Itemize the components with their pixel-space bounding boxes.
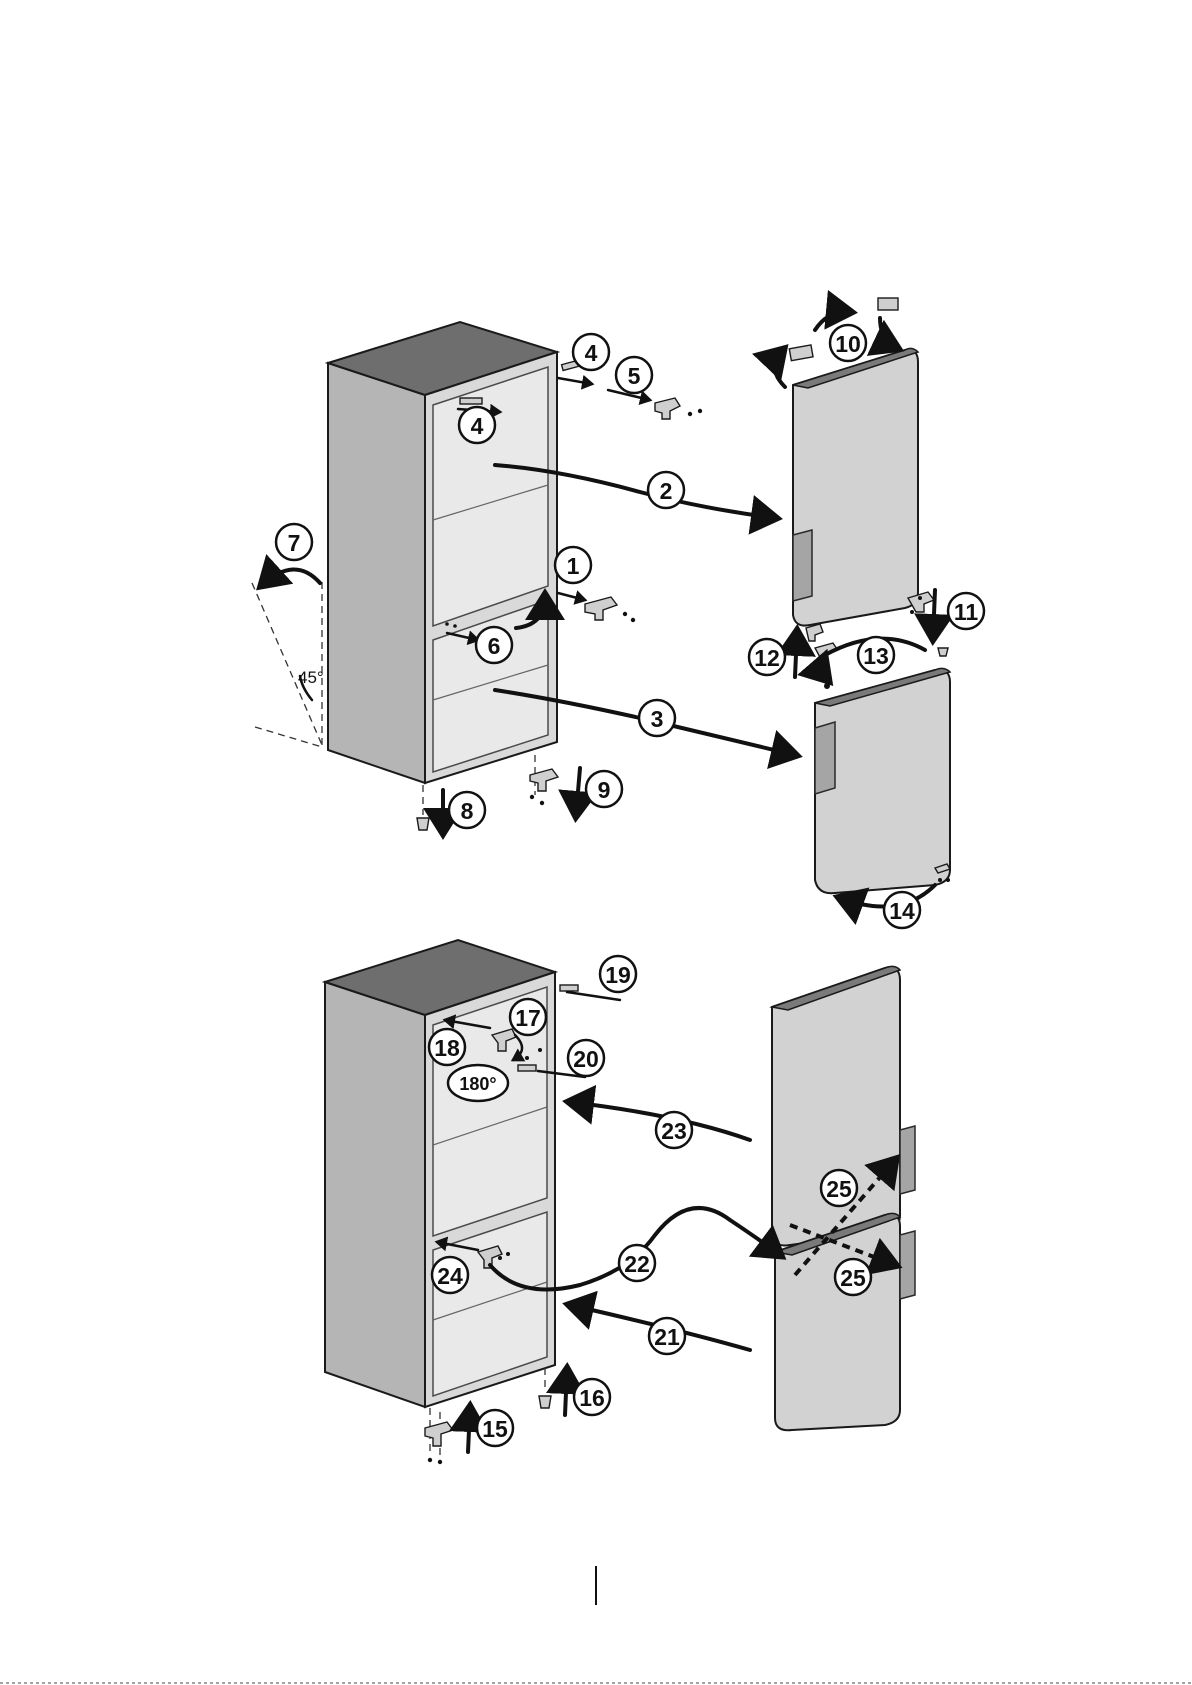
step-number-label: 7 bbox=[288, 530, 301, 556]
angle-label: 45° bbox=[298, 668, 324, 687]
step-number-label: 2 bbox=[660, 478, 673, 504]
rotation-badge: 180° bbox=[448, 1065, 508, 1101]
step-number-label: 21 bbox=[654, 1324, 680, 1350]
step-6-badge: 6 bbox=[476, 627, 512, 663]
step-number-label: 17 bbox=[515, 1005, 541, 1031]
step-20-badge: 20 bbox=[568, 1040, 604, 1076]
step-number-label: 23 bbox=[661, 1118, 687, 1144]
step-21-badge: 21 bbox=[649, 1318, 685, 1354]
tilt-guide: 45° bbox=[252, 580, 324, 747]
step-number-label: 16 bbox=[579, 1385, 605, 1411]
step-13-badge: 13 bbox=[858, 637, 894, 673]
step-25a-badge: 25 bbox=[821, 1170, 857, 1206]
step-number-label: 3 bbox=[651, 706, 664, 732]
step-number-label: 4 bbox=[471, 413, 484, 439]
rotation-label: 180° bbox=[459, 1074, 496, 1094]
step-4a-badge: 4 bbox=[573, 334, 609, 370]
step-17-badge: 17 bbox=[510, 999, 546, 1035]
step-10-badge: 10 bbox=[830, 325, 866, 361]
step-number-label: 11 bbox=[954, 599, 979, 625]
step-16-badge: 16 bbox=[574, 1379, 610, 1415]
step-1-badge: 1 bbox=[555, 547, 591, 583]
step-number-label: 13 bbox=[863, 643, 889, 669]
step-number-label: 24 bbox=[437, 1263, 463, 1289]
tilt-arrow bbox=[262, 569, 320, 585]
step-19-badge: 19 bbox=[600, 956, 636, 992]
step-23-badge: 23 bbox=[656, 1112, 692, 1148]
step-number-label: 14 bbox=[889, 898, 915, 924]
step-number-label: 12 bbox=[754, 645, 780, 671]
step-5-badge: 5 bbox=[616, 357, 652, 393]
step-12-badge: 12 bbox=[749, 639, 785, 675]
step-15-badge: 15 bbox=[477, 1410, 513, 1446]
step-number-label: 10 bbox=[835, 331, 861, 357]
step-25b-badge: 25 bbox=[835, 1259, 871, 1295]
step-number-label: 18 bbox=[434, 1035, 460, 1061]
step-number-label: 25 bbox=[826, 1176, 852, 1202]
step11-arrow bbox=[933, 590, 935, 638]
step-14-badge: 14 bbox=[884, 892, 920, 928]
step-24-badge: 24 bbox=[432, 1257, 468, 1293]
step12-arrow bbox=[795, 632, 797, 677]
removed-lower-door bbox=[815, 668, 950, 893]
fridge-cabinet-top bbox=[328, 322, 557, 783]
step-number-label: 20 bbox=[573, 1046, 599, 1072]
step-number-label: 5 bbox=[628, 363, 641, 389]
step-number-label: 22 bbox=[624, 1251, 650, 1277]
step-number-label: 1 bbox=[567, 553, 580, 579]
step-number-label: 25 bbox=[840, 1265, 866, 1291]
step-number-label: 8 bbox=[461, 798, 474, 824]
step-3-badge: 3 bbox=[639, 700, 675, 736]
step-9-badge: 9 bbox=[586, 771, 622, 807]
step-7-badge: 7 bbox=[276, 524, 312, 560]
step-number-label: 6 bbox=[488, 633, 501, 659]
step-number-label: 15 bbox=[482, 1416, 508, 1442]
step-18-badge: 18 bbox=[429, 1029, 465, 1065]
top-illustration: 45° bbox=[252, 298, 950, 906]
step-4b-badge: 4 bbox=[459, 407, 495, 443]
step-number-label: 19 bbox=[605, 962, 631, 988]
step-2-badge: 2 bbox=[648, 472, 684, 508]
step-8-badge: 8 bbox=[449, 792, 485, 828]
step-number-label: 4 bbox=[585, 340, 598, 366]
step-11-badge: 11 bbox=[948, 593, 984, 629]
step-22-badge: 22 bbox=[619, 1245, 655, 1281]
step-number-label: 9 bbox=[598, 777, 611, 803]
